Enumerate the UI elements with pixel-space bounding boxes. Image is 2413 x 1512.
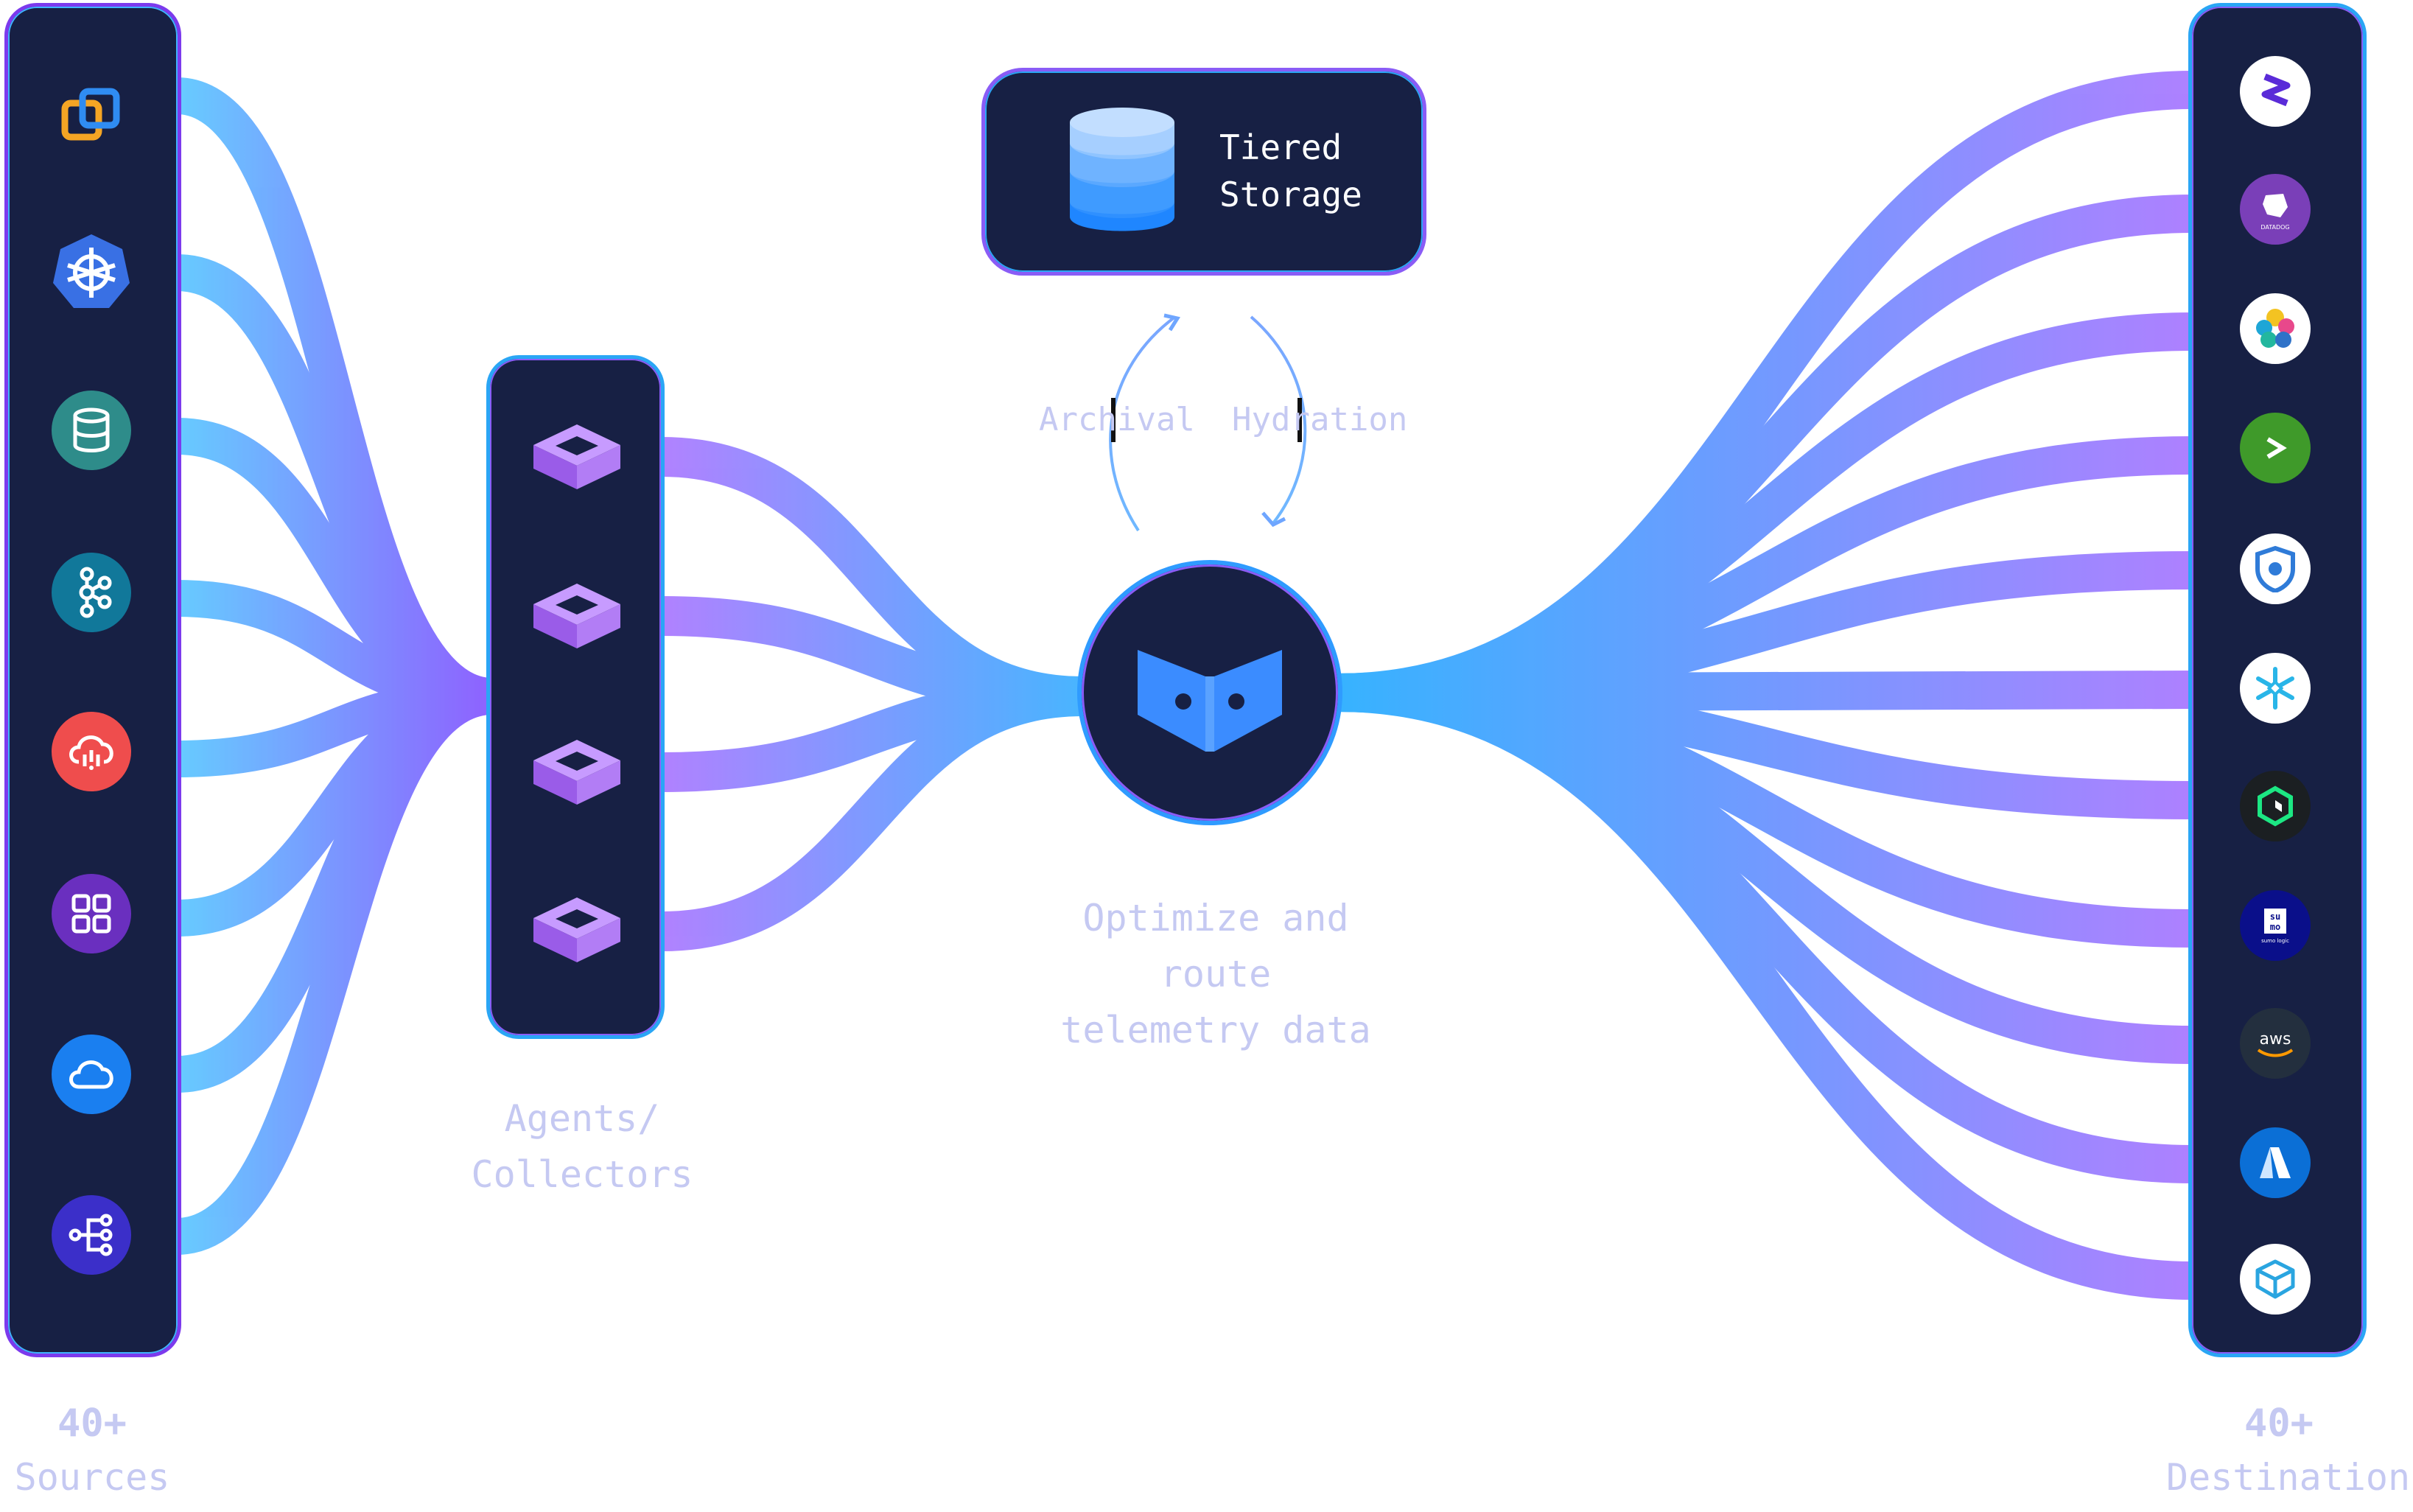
- router-logo-icon: [1138, 650, 1282, 752]
- hydration-label: Hydration: [1232, 401, 1408, 438]
- apps-grid-icon: [52, 874, 131, 953]
- database-icon: [52, 391, 131, 470]
- tree-network-icon: [52, 1195, 131, 1275]
- tiered-storage-panel: [981, 68, 1426, 276]
- sumo-wordmark-top: su: [2270, 911, 2280, 922]
- destinations-count: 40+: [2244, 1401, 2314, 1446]
- splunk-icon: [2240, 56, 2311, 127]
- agent-cube-icon: [530, 737, 623, 808]
- datadog-icon: DATADOG: [2240, 174, 2311, 245]
- destination-ribbons: [1336, 71, 2193, 1300]
- storage-label-line2: Storage: [1219, 175, 1362, 214]
- azure-icon: [2240, 1127, 2311, 1198]
- hub-caption-line2: telemetry data: [1060, 1009, 1371, 1051]
- agents-caption-line1: Agents/: [504, 1097, 660, 1140]
- vmware-icon: [52, 78, 131, 158]
- cloud-icon: [52, 1035, 131, 1114]
- sources-label: Sources: [14, 1456, 170, 1499]
- hydration-arrow: [1250, 315, 1307, 525]
- storage-label-line1: Tiered: [1219, 127, 1342, 167]
- hydration-arrowhead: [1261, 511, 1286, 528]
- destination-ribbon: [1336, 673, 2193, 1300]
- snowflake-icon: [2240, 653, 2311, 724]
- hub-caption: Optimize and route telemetry data: [1017, 890, 1415, 1058]
- agent-cube-icon: [530, 581, 623, 651]
- sources-panel: [4, 3, 181, 1357]
- agent-ribbons: [661, 437, 1084, 951]
- new-relic-icon: [2240, 771, 2311, 841]
- source-ribbon: [175, 678, 494, 1255]
- source-ribbons: [175, 77, 494, 1255]
- agents-caption: Agents/ Collectors: [442, 1091, 722, 1203]
- datadog-wordmark: DATADOG: [2260, 224, 2289, 231]
- destination-ribbon: [1336, 71, 2193, 712]
- agents-caption-line2: Collectors: [471, 1153, 693, 1196]
- destinations-label: Destinations: [2166, 1456, 2413, 1499]
- hub-caption-line1: Optimize and route: [1082, 897, 1349, 995]
- sumo-wordmark-bottom: mo: [2270, 922, 2280, 932]
- elastic-icon: [2240, 293, 2311, 364]
- shield-eye-icon: [2240, 533, 2311, 604]
- storage-label: Tiered Storage: [1219, 124, 1362, 218]
- prompt-icon: [2240, 413, 2311, 483]
- agent-cube-icon: [530, 421, 623, 492]
- box-cube-icon: [2240, 1244, 2311, 1315]
- archival-label: Archival: [1039, 401, 1195, 438]
- kafka-icon: [52, 553, 131, 632]
- agent-ribbon: [661, 676, 1084, 951]
- sumo-caption: sumo logic: [2261, 938, 2289, 944]
- storage-cylinder-icon: [1070, 108, 1174, 231]
- cloud-alert-icon: [52, 712, 131, 791]
- agent-cube-icon: [530, 895, 623, 965]
- archival-arrowhead: [1163, 313, 1180, 332]
- sources-count: 40+: [57, 1401, 127, 1446]
- aws-wordmark: aws: [2260, 1030, 2291, 1049]
- kubernetes-icon: [52, 231, 131, 311]
- aws-icon: aws: [2240, 1008, 2311, 1079]
